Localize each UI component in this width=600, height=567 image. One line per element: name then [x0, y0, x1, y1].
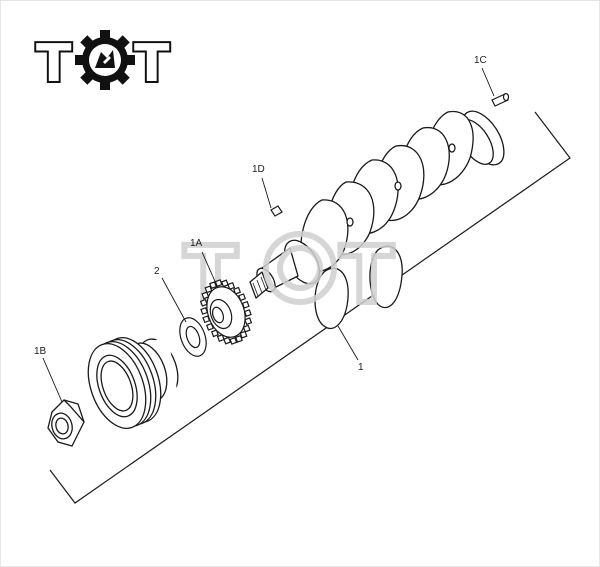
gear-tooth: [233, 286, 242, 295]
damper-pulley: [87, 336, 179, 429]
assembly-bracket: [49, 111, 571, 504]
gear-tooth: [216, 334, 225, 342]
logo-letter-t-right: T: [134, 34, 170, 94]
leader-1d: [261, 177, 272, 209]
gear-tooth: [227, 282, 236, 290]
dowel-pin: [491, 92, 510, 107]
gear-tooth: [204, 285, 213, 294]
woodruff-key: [270, 205, 283, 217]
callout-1c: 1C: [474, 55, 487, 66]
leader-1: [337, 325, 359, 361]
gear-tooth: [220, 279, 229, 288]
leader-2: [161, 277, 187, 323]
leader-lines: [42, 67, 495, 403]
gear-tooth: [209, 281, 218, 290]
gear-tooth: [244, 317, 253, 326]
leader-1a: [201, 251, 219, 289]
callout-1a: 1A: [190, 238, 203, 249]
callout-1b: 1B: [34, 346, 47, 357]
gear-tooth: [210, 329, 219, 338]
leader-1c: [481, 67, 495, 97]
callout-2: 2: [154, 266, 160, 277]
gear-tooth: [242, 324, 251, 333]
callout-1d: 1D: [252, 164, 265, 175]
logo-gear-icon: [75, 30, 135, 90]
brand-logo: T T: [34, 30, 172, 96]
gear-tooth: [234, 334, 243, 343]
gear-tooth: [229, 336, 238, 345]
callout-1: 1: [358, 362, 364, 373]
gear-tooth: [239, 330, 248, 339]
gear-tooth: [223, 336, 232, 345]
logo-letter-t-left: T: [36, 34, 72, 94]
hex-nut: [47, 399, 85, 447]
gear-tooth: [201, 291, 210, 300]
gear-tooth: [199, 298, 208, 307]
watermark: T T: [181, 228, 396, 324]
watermark-gear-icon: [263, 231, 337, 305]
timing-gear: [199, 279, 253, 345]
thrust-washer: [179, 317, 207, 357]
watermark-letter-t-right: T: [340, 231, 393, 321]
leader-1b: [42, 357, 63, 403]
